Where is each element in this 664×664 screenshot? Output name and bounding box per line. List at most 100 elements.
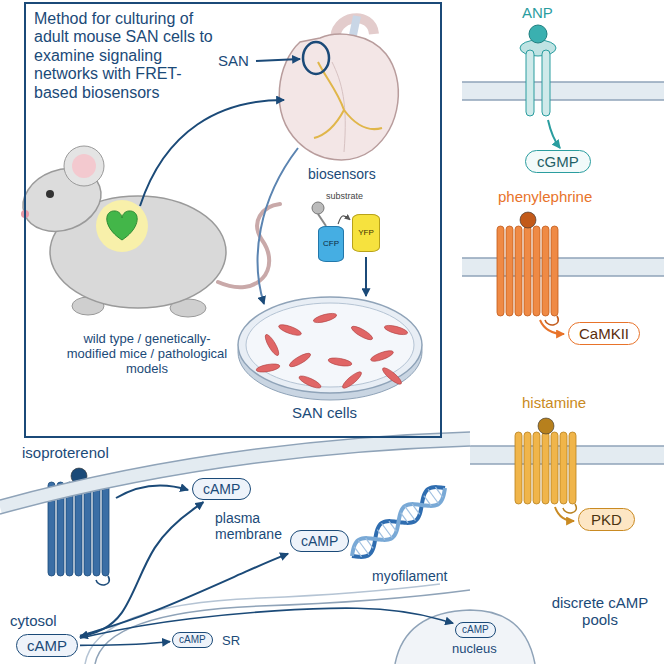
signal-arrow [555,507,574,521]
receptor-symbol [84,482,91,576]
camp-pill: cAMP [172,632,213,648]
culture-dish [263,333,281,357]
culture-dish [288,351,312,369]
culture-dish [370,349,395,364]
culture-dish [350,324,374,342]
culture-dish [381,366,404,387]
myofilament-helix [412,504,420,514]
flow-arrow [365,257,367,296]
cell-membrane [462,258,664,276]
signal-arrow [116,486,188,499]
nucleus-envelope [395,610,535,664]
mouse-illustration [46,190,54,198]
plasma-membrane [0,432,470,514]
camp-pill: cAMP [192,478,251,500]
myofilament-helix [352,487,445,557]
node-text: CFP [323,239,339,248]
nucleus-envelope [395,610,535,664]
receptor-symbol [542,50,550,116]
culture-dish [384,324,409,337]
heart-illustration [279,16,398,160]
culture-dish [341,370,364,391]
heart-illustration [314,62,382,138]
substrate-symbol [318,214,326,226]
culture-dish [238,297,422,400]
mouse-illustration [96,200,148,252]
myofilament-helix [424,496,432,506]
receptor-symbol [515,432,522,504]
heart-illustration [279,34,398,160]
camkii-pill: CaMKII [568,322,640,345]
receptor-symbol [533,226,540,316]
culture-dish [256,362,281,373]
myofilament-helix [352,487,445,557]
culture-dish [328,356,353,367]
sr-membrane [85,584,440,664]
cell-membrane [462,99,664,101]
receptor-symbol [526,50,534,116]
receptor-symbol [93,482,100,576]
node-text: PKD [591,511,622,528]
mouse-illustration [107,211,137,240]
receptor-symbol [551,432,558,504]
receptor-symbol [569,432,576,504]
cgmp-pill: cGMP [525,150,591,173]
cell-membrane [462,82,664,464]
receptor-symbol [533,432,540,504]
signal-connector [80,642,170,646]
myofilament-helix [352,488,445,556]
receptor-symbol [520,212,536,228]
receptor-symbol [538,418,554,434]
receptor-symbol [524,226,531,316]
node-text: YFP [358,228,374,237]
culture-dish [246,303,414,387]
part-label: substrate [326,191,363,201]
ligand-label: ANP [522,4,553,21]
receptor-symbol [524,432,531,504]
camp-pill: cAMP [290,530,349,552]
receptor-symbol [563,504,576,513]
receptor-symbol [497,226,504,316]
culture-dish [278,323,303,338]
node-text: CaMKII [579,325,629,342]
yfp-fluorophore: YFP [352,214,380,252]
myofilament-helix [389,521,397,531]
compartment-label: myofilament [372,568,447,584]
cell-membrane [462,275,664,277]
compartment-label: SR [222,634,240,649]
ligand-label: phenylephrine [498,188,592,205]
receptor-symbol [497,212,558,325]
heart-illustration [303,42,329,74]
compartment-label: cytosol [10,612,57,629]
mouse-illustration [14,146,280,317]
myofilament-helix [354,547,362,557]
receptor-symbol [515,418,576,513]
flow-arrow [256,59,300,61]
model-label: wild type / genetically-modified mice / … [60,332,234,377]
receptor-symbol [102,482,109,576]
cell-membrane [462,82,664,100]
receptor-symbol [96,576,109,585]
receptor-symbol [560,432,567,504]
receptor-symbol [529,25,547,43]
myofilament-helix [382,523,393,538]
section-label: biosensors [308,166,376,182]
receptor-symbol [48,25,576,585]
compartment-label: plasma membrane [215,510,295,542]
substrate-symbol [312,202,326,226]
signal-arrow [540,320,564,334]
receptor-symbol [542,432,549,504]
pkd-pill: PKD [578,508,635,531]
receptor-symbol [506,226,513,316]
node-text: cAMP [462,624,489,636]
node-text: cAMP [203,481,240,497]
receptor-symbol [551,226,558,316]
myofilament-helix [358,540,369,555]
ligand-label: histamine [522,394,586,411]
substrate-symbol [312,202,324,214]
node-text: cAMP [301,533,338,549]
cfp-fluorophore: CFP [318,226,344,262]
receptor-symbol [75,482,82,576]
compartment-label: nucleus [452,642,497,657]
culture-dish [238,304,422,400]
